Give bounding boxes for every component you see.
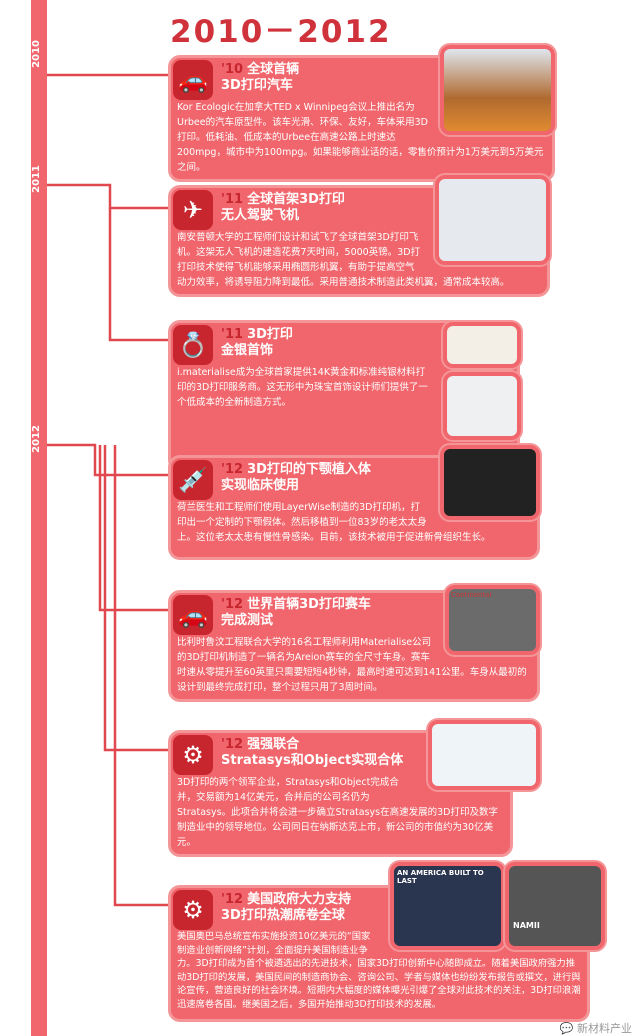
photo-gold-jewelry — [443, 322, 521, 368]
photo-obama-speech: AN AMERICA BUILT TO LAST — [390, 862, 505, 950]
gears-icon: ⚙ — [173, 735, 213, 775]
syringe-icon: 💉 — [173, 460, 213, 500]
card-body: 3D打印的两个领军企业，Stratasys和Object完成合并，交易额为14亿… — [177, 777, 498, 848]
photo-jaw-xray — [440, 445, 540, 520]
car-icon: 🚗 — [173, 60, 213, 100]
ring-icon: 💍 — [173, 325, 213, 365]
photo-namii-signing: NAMII — [505, 862, 605, 950]
card-body: i.materialise成为全球首家提供14K黄金和标准纯银材料打印的3D打印… — [177, 367, 428, 408]
photo-stratasys-products — [428, 720, 540, 790]
gears-icon: ⚙ — [173, 890, 213, 930]
card-body: 荷兰医生和工程师们使用LayerWise制造的3D打印机，打印出一个定制的下颚假… — [177, 502, 491, 543]
photo-urbee-car — [440, 45, 555, 135]
car-icon: 🚗 — [173, 595, 213, 635]
card-body: Kor Ecologic在加拿大TED x Winnipeg会议上推出名为Urb… — [177, 102, 544, 173]
airplane-icon: ✈ — [173, 190, 213, 230]
card-body: 南安普顿大学的工程师们设计和试飞了全球首架3D打印飞机。这架无人飞机的建造花费7… — [177, 232, 510, 288]
wechat-icon: 💬 — [559, 1022, 574, 1035]
photo-silver-ring — [443, 372, 521, 440]
card-body: 美国奥巴马总统宣布实施投资10亿美元的“国家制造业创新网络”计划，全面提升美国制… — [177, 931, 581, 1010]
photo-drone-aircraft — [435, 175, 550, 265]
photo-race-car: Continental — [445, 585, 540, 655]
card-body: 比利时鲁汶工程联合大学的16名工程师利用Materialise公司的3D打印机制… — [177, 637, 527, 693]
page-title: 2010－2012 — [170, 14, 392, 50]
timeline-bar — [31, 0, 47, 1036]
watermark: 💬 新材料产业 — [559, 1022, 632, 1035]
